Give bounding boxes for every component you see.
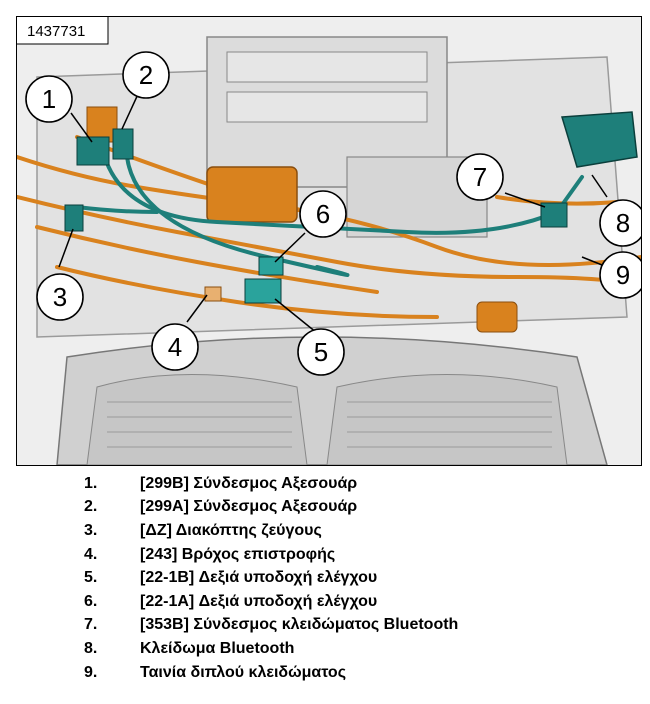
callout-8: 8 xyxy=(599,199,641,247)
legend-text: Κλείδωμα Bluetooth xyxy=(140,639,295,657)
legend-text: [299A] Σύνδεσμος Αξεσουάρ xyxy=(140,498,358,516)
orange-connector-block xyxy=(206,166,298,223)
legend-item-5: 5. [22-1B] Δεξιά υποδοχή ελέγχου xyxy=(84,566,624,590)
teal-connector-2 xyxy=(112,128,134,160)
legend-item-9: 9. Ταινία διπλού κλειδώματος xyxy=(84,661,624,685)
legend-list: 1. [299B] Σύνδεσμος Αξεσουάρ 2. [299A] Σύν… xyxy=(84,472,624,684)
legend-text: [22-1A] Δεξιά υποδοχή ελέγχου xyxy=(140,592,378,610)
callout-6: 6 xyxy=(299,190,347,238)
legend-num: 8. xyxy=(84,639,98,657)
callout-8-label: 8 xyxy=(616,208,630,238)
teal-connector-1 xyxy=(76,136,110,166)
legend-item-6: 6. [22-1A] Δεξιά υποδοχή ελέγχου xyxy=(84,590,624,614)
left-vent xyxy=(86,374,308,465)
callout-5-label: 5 xyxy=(314,337,328,367)
legend-num: 7. xyxy=(84,616,98,634)
callout-5: 5 xyxy=(297,328,345,376)
callout-4-label: 4 xyxy=(168,332,182,362)
legend-item-7: 7. [353B] Σύνδεσμος κλειδώματος Bluetooth xyxy=(84,614,624,638)
legend-item-3: 3. [ΔΖ] Διακόπτης ζεύγους xyxy=(84,519,624,543)
legend-num: 6. xyxy=(84,592,98,610)
return-loop xyxy=(204,286,222,302)
callout-1-label: 1 xyxy=(42,84,56,114)
callout-9: 9 xyxy=(599,251,641,299)
vent-louvers xyxy=(107,401,552,448)
diagram-svg: 1437731 1 2 3 4 xyxy=(17,17,641,465)
legend-item-8: 8. Κλείδωμα Bluetooth xyxy=(84,637,624,661)
legend-num: 4. xyxy=(84,545,98,563)
figure-id-box xyxy=(17,17,109,45)
callout-7: 7 xyxy=(456,153,504,201)
callout-1: 1 xyxy=(25,75,73,123)
callout-7-label: 7 xyxy=(473,162,487,192)
leader-lines xyxy=(58,91,608,334)
legend-text: [299B] Σύνδεσμος Αξεσουάρ xyxy=(140,474,358,492)
orange-connector xyxy=(86,106,118,143)
figure-id: 1437731 xyxy=(27,23,85,40)
legend-num: 9. xyxy=(84,663,98,681)
callout-2-label: 2 xyxy=(139,60,153,90)
callout-3: 3 xyxy=(36,273,84,321)
legend-item-4: 4. [243] Βρόχος επιστροφής xyxy=(84,543,624,567)
legend-num: 3. xyxy=(84,521,98,539)
legend-text: [ΔΖ] Διακόπτης ζεύγους xyxy=(140,521,322,539)
legend-num: 5. xyxy=(84,569,98,587)
legend-num: 1. xyxy=(84,474,98,492)
legend-text: [243] Βρόχος επιστροφής xyxy=(140,545,336,563)
bluetooth-lock xyxy=(561,111,638,168)
bracket-slot xyxy=(226,51,428,83)
legend-item-1: 1. [299B] Σύνδεσμος Αξεσουάρ xyxy=(84,472,624,496)
callout-3-label: 3 xyxy=(53,282,67,312)
legend-text: [22-1B] Δεξιά υποδοχή ελέγχου xyxy=(140,569,378,587)
callout-2: 2 xyxy=(122,51,170,99)
pair-switch xyxy=(64,204,84,232)
orange-connector xyxy=(476,301,518,333)
legend-item-2: 2. [299A] Σύνδεσμος Αξεσουάρ xyxy=(84,496,624,520)
callout-9-label: 9 xyxy=(616,260,630,290)
right-vent xyxy=(326,374,568,465)
teal-connector-6 xyxy=(258,256,284,276)
legend-num: 2. xyxy=(84,498,98,516)
callout-4: 4 xyxy=(151,323,199,371)
bracket-slot xyxy=(226,91,428,123)
callout-6-label: 6 xyxy=(316,199,330,229)
wiring-diagram: 1437731 1 2 3 4 xyxy=(16,16,642,466)
legend-text: [353B] Σύνδεσμος κλειδώματος Bluetooth xyxy=(140,616,459,634)
teal-connector-7 xyxy=(540,202,568,228)
legend-text: Ταινία διπλού κλειδώματος xyxy=(140,663,347,681)
